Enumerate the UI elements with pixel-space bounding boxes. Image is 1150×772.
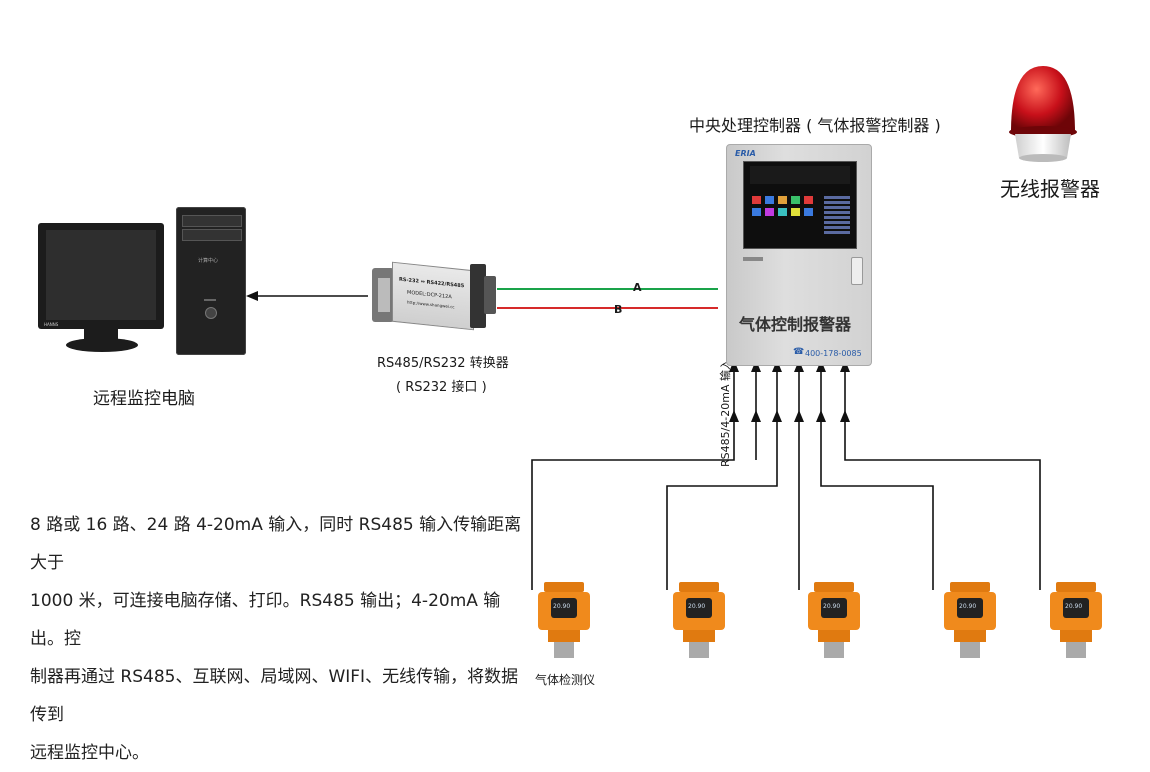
wire-2 bbox=[666, 366, 778, 590]
detector-wires bbox=[531, 366, 1041, 590]
wire-5 bbox=[844, 366, 1041, 590]
detector-display-3: 20.90 bbox=[823, 603, 841, 610]
arrowhead-1 bbox=[729, 360, 739, 372]
detector-display-5: 20.90 bbox=[1065, 603, 1083, 610]
gas-detector-1: 20.90 bbox=[538, 582, 590, 664]
upward-arrowheads bbox=[729, 360, 850, 422]
detector-display-2: 20.90 bbox=[688, 603, 706, 610]
controller-title: 中央处理控制器 ( 气体报警控制器 ) bbox=[689, 116, 941, 135]
gas-detector-3: 20.90 bbox=[808, 582, 860, 664]
arrowhead-3b bbox=[772, 410, 782, 422]
arrowhead-1b bbox=[729, 410, 739, 422]
controller-brand: ERIA bbox=[735, 149, 756, 158]
tower-text: 计算中心 bbox=[198, 258, 219, 264]
gas-detector-5: 20.90 bbox=[1050, 582, 1102, 664]
wiring-diagram bbox=[246, 288, 1041, 590]
detector-display-4: 20.90 bbox=[959, 603, 977, 610]
alarm-light-icon bbox=[1009, 66, 1077, 162]
computer-label: 远程监控电脑 bbox=[93, 389, 195, 409]
description-line-1: 8 路或 16 路、24 路 4-20mA 输入，同时 RS485 输入传输距离… bbox=[30, 515, 522, 573]
controller-screen bbox=[743, 161, 857, 249]
converter-label-1: RS485/RS232 转换器 bbox=[377, 356, 509, 371]
controller-panel-text: 气体控制报警器 bbox=[739, 315, 852, 334]
detector-label: 气体检测仪 bbox=[535, 673, 596, 687]
controller-phone: 400-178-0085 bbox=[805, 349, 862, 358]
description-line-4: 远程监控中心。 bbox=[30, 743, 149, 763]
wire-1 bbox=[531, 366, 735, 590]
arrowhead-5 bbox=[816, 360, 826, 372]
monitor-icon: HANNS bbox=[38, 223, 164, 352]
converter-label-2: ( RS232 接口 ) bbox=[396, 380, 487, 395]
arrowhead-3 bbox=[772, 360, 782, 372]
arrow-head-left bbox=[246, 291, 258, 301]
arrowhead-6 bbox=[840, 360, 850, 372]
line-b-label: B bbox=[614, 303, 623, 316]
arrowhead-4 bbox=[794, 360, 804, 372]
controller-cabinet: ERIA 气体控制报警器 400-178-0085 ☎ bbox=[726, 144, 872, 366]
description-line-2: 1000 米，可连接电脑存储、打印。RS485 输出；4-20mA 输出。控 bbox=[30, 591, 501, 649]
wire-4 bbox=[820, 366, 934, 590]
arrowhead-4b bbox=[794, 410, 804, 422]
arrowhead-6b bbox=[840, 410, 850, 422]
description-line-3: 制器再通过 RS485、互联网、局域网、WIFI、无线传输，将数据传到 bbox=[30, 667, 519, 725]
line-a-label: A bbox=[633, 281, 642, 294]
svg-text:HANNS: HANNS bbox=[44, 322, 59, 327]
input-label: RS485/4-20mA 输入 bbox=[719, 358, 732, 468]
description: 8 路或 16 路、24 路 4-20mA 输入，同时 RS485 输入传输距离… bbox=[30, 506, 530, 772]
converter-device: RS-232 ⇔ RS422/RS485 MODEL:DCP-212A http… bbox=[372, 261, 498, 331]
gas-detector-4: 20.90 bbox=[944, 582, 996, 664]
detector-display-1: 20.90 bbox=[553, 603, 571, 610]
phone-icon: ☎ bbox=[793, 347, 805, 357]
gas-detector-2: 20.90 bbox=[673, 582, 725, 664]
alarm-label: 无线报警器 bbox=[1000, 177, 1100, 201]
arrowhead-5b bbox=[816, 410, 826, 422]
pc-tower-icon: 计算中心 bbox=[176, 207, 246, 355]
